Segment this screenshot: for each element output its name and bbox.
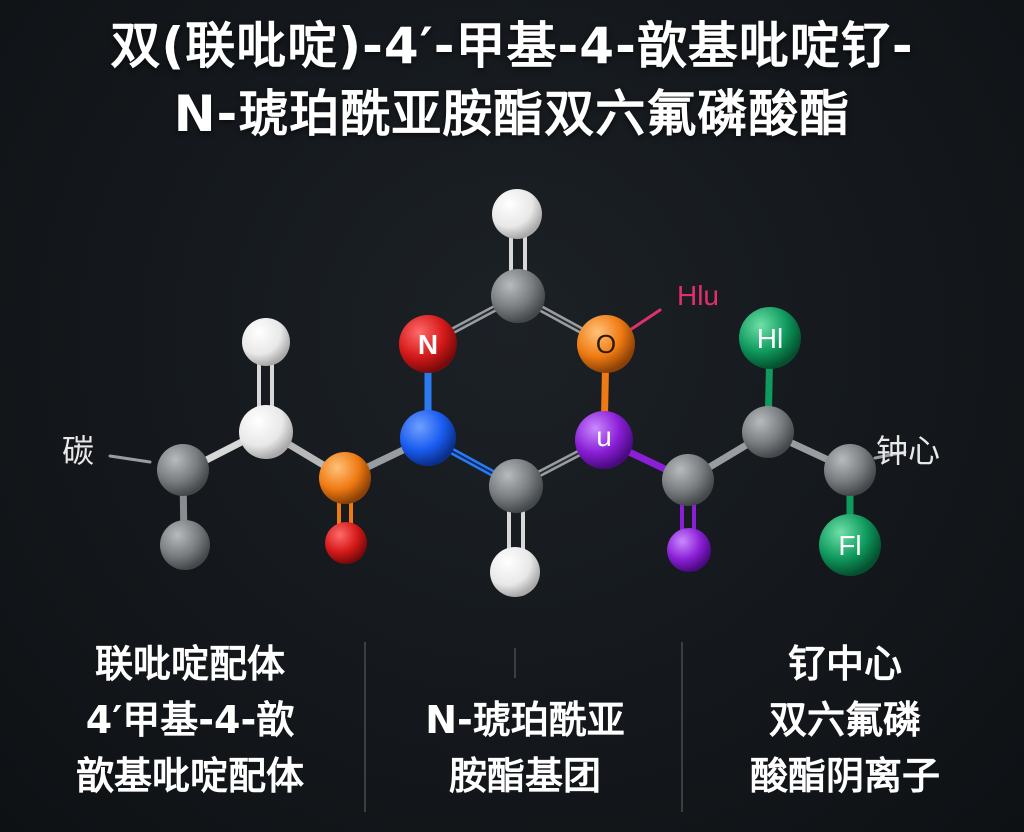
atom-label-hl: Hl	[757, 323, 783, 354]
carbon-atom	[489, 459, 543, 513]
green-atom	[819, 514, 881, 576]
red-atom	[325, 522, 367, 564]
caption-left-line-1: 联吡啶配体	[94, 642, 285, 686]
bond	[873, 450, 907, 460]
carbon-atom	[491, 269, 545, 323]
atom-label-n: N	[418, 329, 438, 360]
caption-middle: N-琥珀酰亚 胺酯基团	[385, 692, 665, 804]
hydrogen-atom	[490, 547, 540, 597]
bond	[628, 308, 662, 332]
green-atom	[739, 307, 801, 369]
caption-left-line-3: 歆基吡啶配体	[75, 754, 304, 798]
caption-right-line-1: 钌中心	[787, 642, 902, 686]
carbon-atom	[157, 444, 209, 496]
carbon-atom	[662, 454, 714, 506]
hydrogen-atom	[242, 318, 290, 366]
atoms	[157, 189, 881, 597]
hydrogen-atom	[239, 405, 293, 459]
atom-labels: N O u Hl Fl Hlu	[418, 280, 862, 561]
caption-right: 钌中心 双六氟磷 酸酯阴离子	[700, 636, 990, 804]
oxygen-atom	[577, 315, 635, 373]
title-line-1: 双(联吡啶)-4′-甲基-4-歆基吡啶钌-	[110, 17, 914, 75]
nitrogen-atom-blue	[400, 410, 456, 466]
side-labels: 碳 钟心	[62, 432, 940, 470]
side-label-right: 钟心	[876, 432, 940, 470]
atom-label-o: O	[596, 329, 616, 359]
oxygen-atom	[319, 452, 371, 504]
nitrogen-atom	[399, 315, 457, 373]
atom-label-u: u	[596, 421, 612, 452]
bonds	[108, 213, 907, 572]
divider-left	[364, 642, 366, 812]
caption-left: 联吡啶配体 4′甲基-4-歆 歆基吡啶配体	[40, 636, 340, 804]
atom-label-hlu: Hlu	[677, 280, 719, 311]
title-line-2: N-琥珀酰亚胺酯双六氟磷酸酯	[173, 85, 851, 143]
bond	[108, 454, 152, 464]
divider-right	[681, 642, 683, 812]
caption-middle-line-1: N-琥珀酰亚	[425, 698, 625, 742]
caption-middle-line-2: 胺酯基团	[448, 754, 601, 798]
carbon-atom	[742, 406, 794, 458]
carbon-atom	[160, 520, 210, 570]
atom-label-fl: Fl	[838, 530, 861, 561]
purple-atom	[575, 411, 633, 469]
caption-right-line-2: 双六氟磷	[768, 698, 921, 742]
divider-mid-tick	[514, 648, 516, 678]
caption-right-line-3: 酸酯阴离子	[749, 754, 940, 798]
side-label-left: 碳	[62, 432, 94, 470]
hydrogen-atom	[492, 189, 542, 239]
carbon-atom	[824, 444, 876, 496]
caption-left-line-2: 4′甲基-4-歆	[85, 698, 295, 742]
purple-atom	[667, 528, 711, 572]
